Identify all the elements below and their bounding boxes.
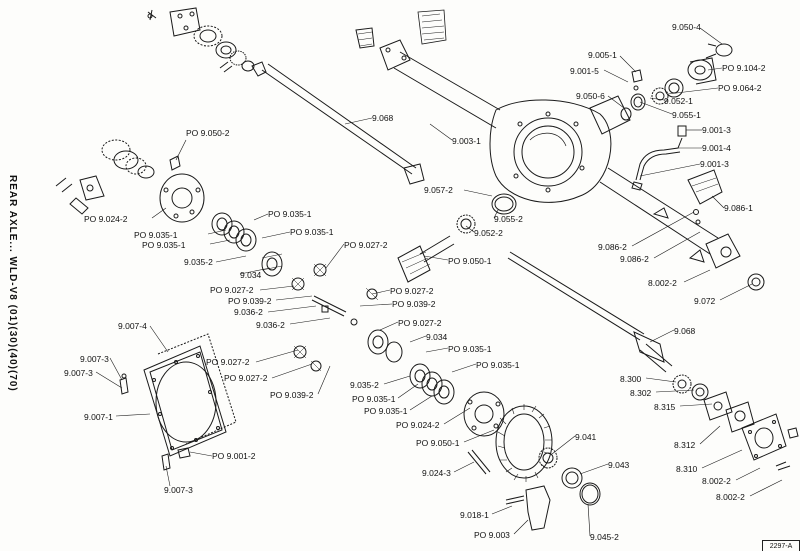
part-label: 8.002-2 (702, 476, 731, 486)
part-label: PO 9.050-1 (416, 438, 460, 448)
part-label: 9.045-2 (590, 532, 619, 542)
part-label: 9.052-2 (474, 228, 503, 238)
part-label: 9.001-5 (570, 66, 599, 76)
part-label: 9.036-2 (234, 307, 263, 317)
plate-number: 2297-A (762, 540, 800, 551)
part-label: PO 9.035-1 (448, 344, 492, 354)
part-label: 9.086-2 (620, 254, 649, 264)
part-label: 8.002-2 (716, 492, 745, 502)
part-label: 9.055-2 (494, 214, 523, 224)
part-label: PO 9.035-1 (352, 394, 396, 404)
leader-lines (95, 27, 783, 537)
part-label: PO 9.035-1 (476, 360, 520, 370)
part-label: PO 9.027-2 (210, 285, 254, 295)
part-label: 9.001-3 (700, 159, 729, 169)
part-label: PO 9.035-1 (268, 209, 312, 219)
part-label: PO 9.039-2 (270, 390, 314, 400)
part-label: 9.035-2 (350, 380, 379, 390)
differential-case-left (55, 139, 379, 326)
part-label: 9.007-3 (80, 354, 109, 364)
part-label: 9.024-3 (422, 468, 451, 478)
part-label: PO 9.027-2 (390, 286, 434, 296)
part-label: PO 9.027-2 (224, 373, 268, 383)
part-label: 9.018-1 (460, 510, 489, 520)
upper-right-pinion-parts (620, 43, 765, 291)
part-label: 9.050-6 (576, 91, 605, 101)
ring-gear-group (293, 329, 601, 531)
part-label: 9.007-1 (84, 412, 113, 422)
part-label: PO 9.024-2 (396, 420, 440, 430)
diagram-title: REAR AXLE... WLD-V8 (01)(30)(40)(70) (2, 175, 22, 425)
part-label: PO 9.001-2 (212, 451, 256, 461)
part-label: 9.034 (240, 270, 262, 280)
part-label: PO 9.027-2 (206, 357, 250, 367)
part-label: PO 9.035-1 (142, 240, 186, 250)
part-label: 9.007-4 (118, 321, 147, 331)
part-label: 9.035-2 (184, 257, 213, 267)
part-label: 9.001-4 (702, 143, 731, 153)
part-label: 8.315 (654, 402, 676, 412)
part-label: PO 9.027-2 (398, 318, 442, 328)
diagram-title-text: REAR AXLE... WLD-V8 (01)(30)(40)(70) (7, 175, 18, 392)
part-label: 9.072 (694, 296, 716, 306)
part-label: PO 9.024-2 (84, 214, 128, 224)
right-axle-shaft (507, 251, 799, 471)
part-label: 9.007-3 (164, 485, 193, 495)
part-label: 8.312 (674, 440, 696, 450)
axle-housing (355, 9, 741, 269)
part-label: PO 9.027-2 (344, 240, 388, 250)
part-label: 8.310 (676, 464, 698, 474)
part-label: 9.007-3 (64, 368, 93, 378)
part-label: PO 9.050-2 (186, 128, 230, 138)
part-label: PO 9.104-2 (722, 63, 766, 73)
part-label: 9.041 (575, 432, 597, 442)
part-label: 9.005-1 (588, 50, 617, 60)
part-label: PO 9.039-2 (392, 299, 436, 309)
part-label: 9.068 (674, 326, 696, 336)
part-label: PO 9.035-1 (134, 230, 178, 240)
part-label: PO 9.050-1 (448, 256, 492, 266)
cover-group (119, 333, 237, 471)
part-label: PO 9.035-1 (364, 406, 408, 416)
part-label: 9.043 (608, 460, 630, 470)
part-label: 9.001-3 (702, 125, 731, 135)
part-label: 9.003-1 (452, 136, 481, 146)
part-label: PO 9.035-1 (290, 227, 334, 237)
part-label: 9.036-2 (256, 320, 285, 330)
part-label: 9.055-1 (672, 110, 701, 120)
part-label: PO 9.003 (474, 530, 510, 540)
upper-left-shaft-hardware (147, 7, 425, 185)
part-label: 8.300 (620, 374, 642, 384)
part-label: 9.057-2 (424, 185, 453, 195)
pinion-gear-group (397, 193, 517, 283)
part-label: 8.002-2 (648, 278, 677, 288)
part-label: PO 9.039-2 (228, 296, 272, 306)
part-label: 9.086-1 (724, 203, 753, 213)
part-label: 9.034 (426, 332, 448, 342)
part-label: PO 9.064-2 (718, 83, 762, 93)
part-label: 9.050-4 (672, 22, 701, 32)
part-label: 9.052-1 (664, 96, 693, 106)
part-label: 8.302 (630, 388, 652, 398)
part-label: 9.086-2 (598, 242, 627, 252)
part-label: 9.068 (372, 113, 394, 123)
